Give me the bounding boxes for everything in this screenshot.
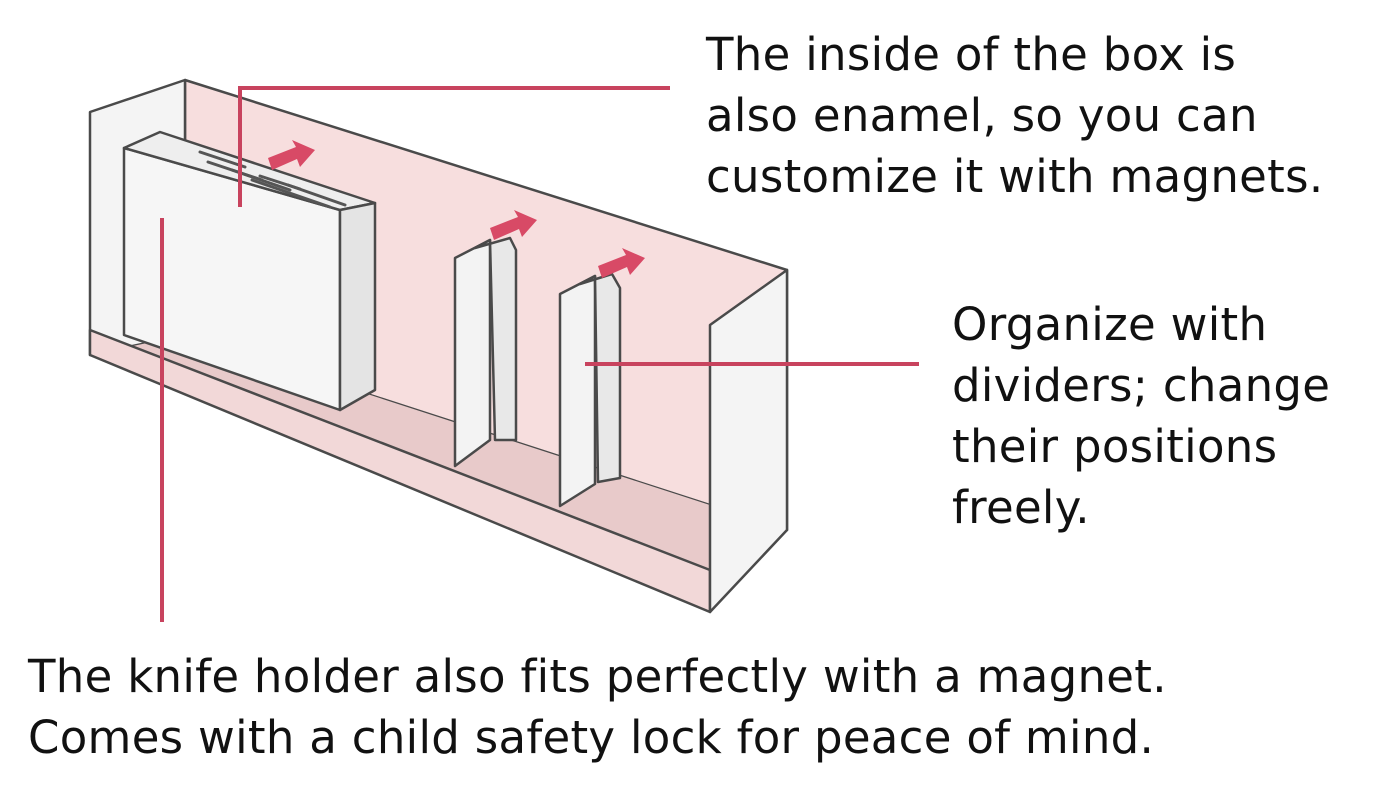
storage-box <box>88 78 789 614</box>
arrow-icon <box>268 140 315 170</box>
callout-knife-holder: The knife holder also fits perfectly wit… <box>28 646 1167 768</box>
divider-1-wing-left <box>453 238 492 468</box>
arrow-icon <box>598 248 645 278</box>
magnet-arrows <box>268 140 645 278</box>
leader-line-enamel <box>238 86 670 207</box>
callout-line: Organize with <box>952 298 1268 351</box>
box-right-wall <box>708 268 789 614</box>
callout-dividers: Organize with dividers; change their pos… <box>952 294 1330 538</box>
callout-line: their positions <box>952 420 1278 473</box>
callout-line: The inside of the box is <box>706 28 1237 81</box>
leader-lines <box>160 86 919 622</box>
arrow-icon <box>490 210 537 240</box>
callout-line: also enamel, so you can <box>706 89 1258 142</box>
callout-enamel-interior: The inside of the box is also enamel, so… <box>706 24 1323 207</box>
divider-2-wing-left <box>558 274 597 508</box>
knife-holder-side <box>338 201 377 412</box>
box-floor <box>90 335 787 570</box>
callout-line: dividers; change <box>952 359 1331 412</box>
divider-1-wing-right <box>473 236 518 442</box>
divider-2-wing-right <box>578 272 622 484</box>
callout-line: freely. <box>952 481 1090 534</box>
callout-line: The knife holder also fits perfectly wit… <box>28 650 1167 703</box>
callout-line: Comes with a child safety lock for peace… <box>28 711 1155 764</box>
callout-line: customize it with magnets. <box>706 150 1324 203</box>
